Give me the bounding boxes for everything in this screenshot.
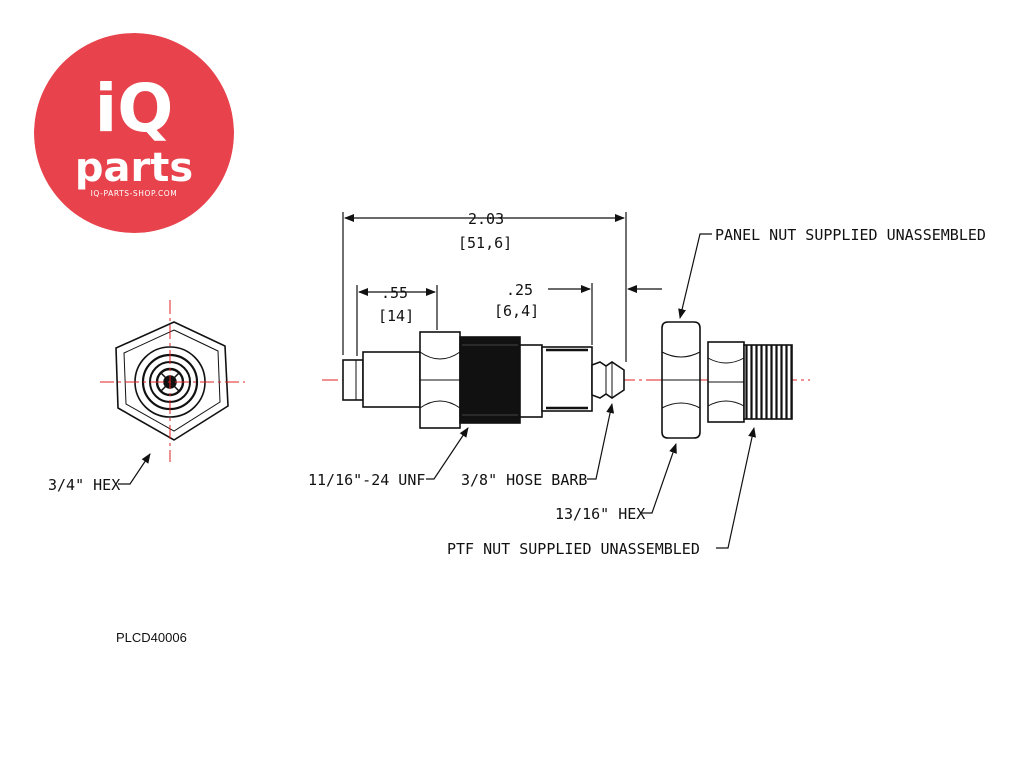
hex-facet-curve — [419, 351, 461, 360]
front-body — [362, 351, 421, 408]
dim-overall-value: 2.03 — [468, 210, 504, 228]
callout-thread: 11/16"-24 UNF — [308, 471, 425, 489]
logo-website: IQ-PARTS-SHOP.COM — [91, 189, 178, 198]
leader-thread — [426, 427, 469, 480]
hex-facet-curve — [419, 400, 461, 409]
leaders — [118, 233, 757, 549]
callout-hex-3-4: 3/4" HEX — [48, 476, 120, 494]
dim-front-value: .55 — [381, 284, 408, 302]
leader-hex-13-16 — [642, 443, 677, 514]
logo-circle — [34, 33, 234, 233]
logo-graphic: iQ parts IQ-PARTS-SHOP.COM — [34, 33, 234, 233]
dim-barb-value-mm: [6,4] — [494, 302, 539, 320]
part-code: PLCD40006 — [116, 630, 187, 645]
leader-ptf-nut — [716, 427, 757, 549]
logo-brand-bottom: parts — [75, 145, 193, 191]
callout-hex-13-16: 13/16" HEX — [555, 505, 645, 523]
callout-panel-nut: PANEL NUT SUPPLIED UNASSEMBLED — [715, 226, 986, 244]
ptf-nut-facet — [707, 357, 745, 364]
hose-barb — [591, 361, 625, 399]
coupling-body — [342, 331, 625, 429]
rear-collar — [519, 344, 543, 418]
end-view — [115, 321, 229, 441]
panel-nut-facet — [661, 351, 701, 358]
dim-barb-value: .25 — [506, 281, 533, 299]
thread-section — [459, 336, 521, 424]
dim-front-value-mm: [14] — [378, 307, 414, 325]
brand-logo: iQ parts IQ-PARTS-SHOP.COM — [34, 33, 234, 233]
end-view-hex — [115, 321, 229, 441]
callout-hose-barb: 3/8" HOSE BARB — [461, 471, 587, 489]
callout-ptf-nut: PTF NUT SUPPLIED UNASSEMBLED — [447, 540, 700, 558]
leader-panel-nut — [678, 233, 712, 319]
rear-body — [541, 346, 593, 412]
dim-overall-value-mm: [51,6] — [458, 234, 512, 252]
logo-brand-top: iQ — [95, 70, 174, 147]
end-view-hex-inner — [123, 329, 221, 432]
ptf-nut — [707, 341, 793, 423]
panel-nut-facet — [661, 402, 701, 409]
front-nose — [342, 359, 364, 401]
ptf-nut-knurl — [743, 344, 793, 420]
leader-hose-barb — [587, 403, 615, 480]
panel-nut — [661, 321, 701, 439]
dimensions — [342, 212, 662, 362]
leader-hex-3-4 — [118, 453, 151, 485]
ptf-nut-facet — [707, 400, 745, 407]
